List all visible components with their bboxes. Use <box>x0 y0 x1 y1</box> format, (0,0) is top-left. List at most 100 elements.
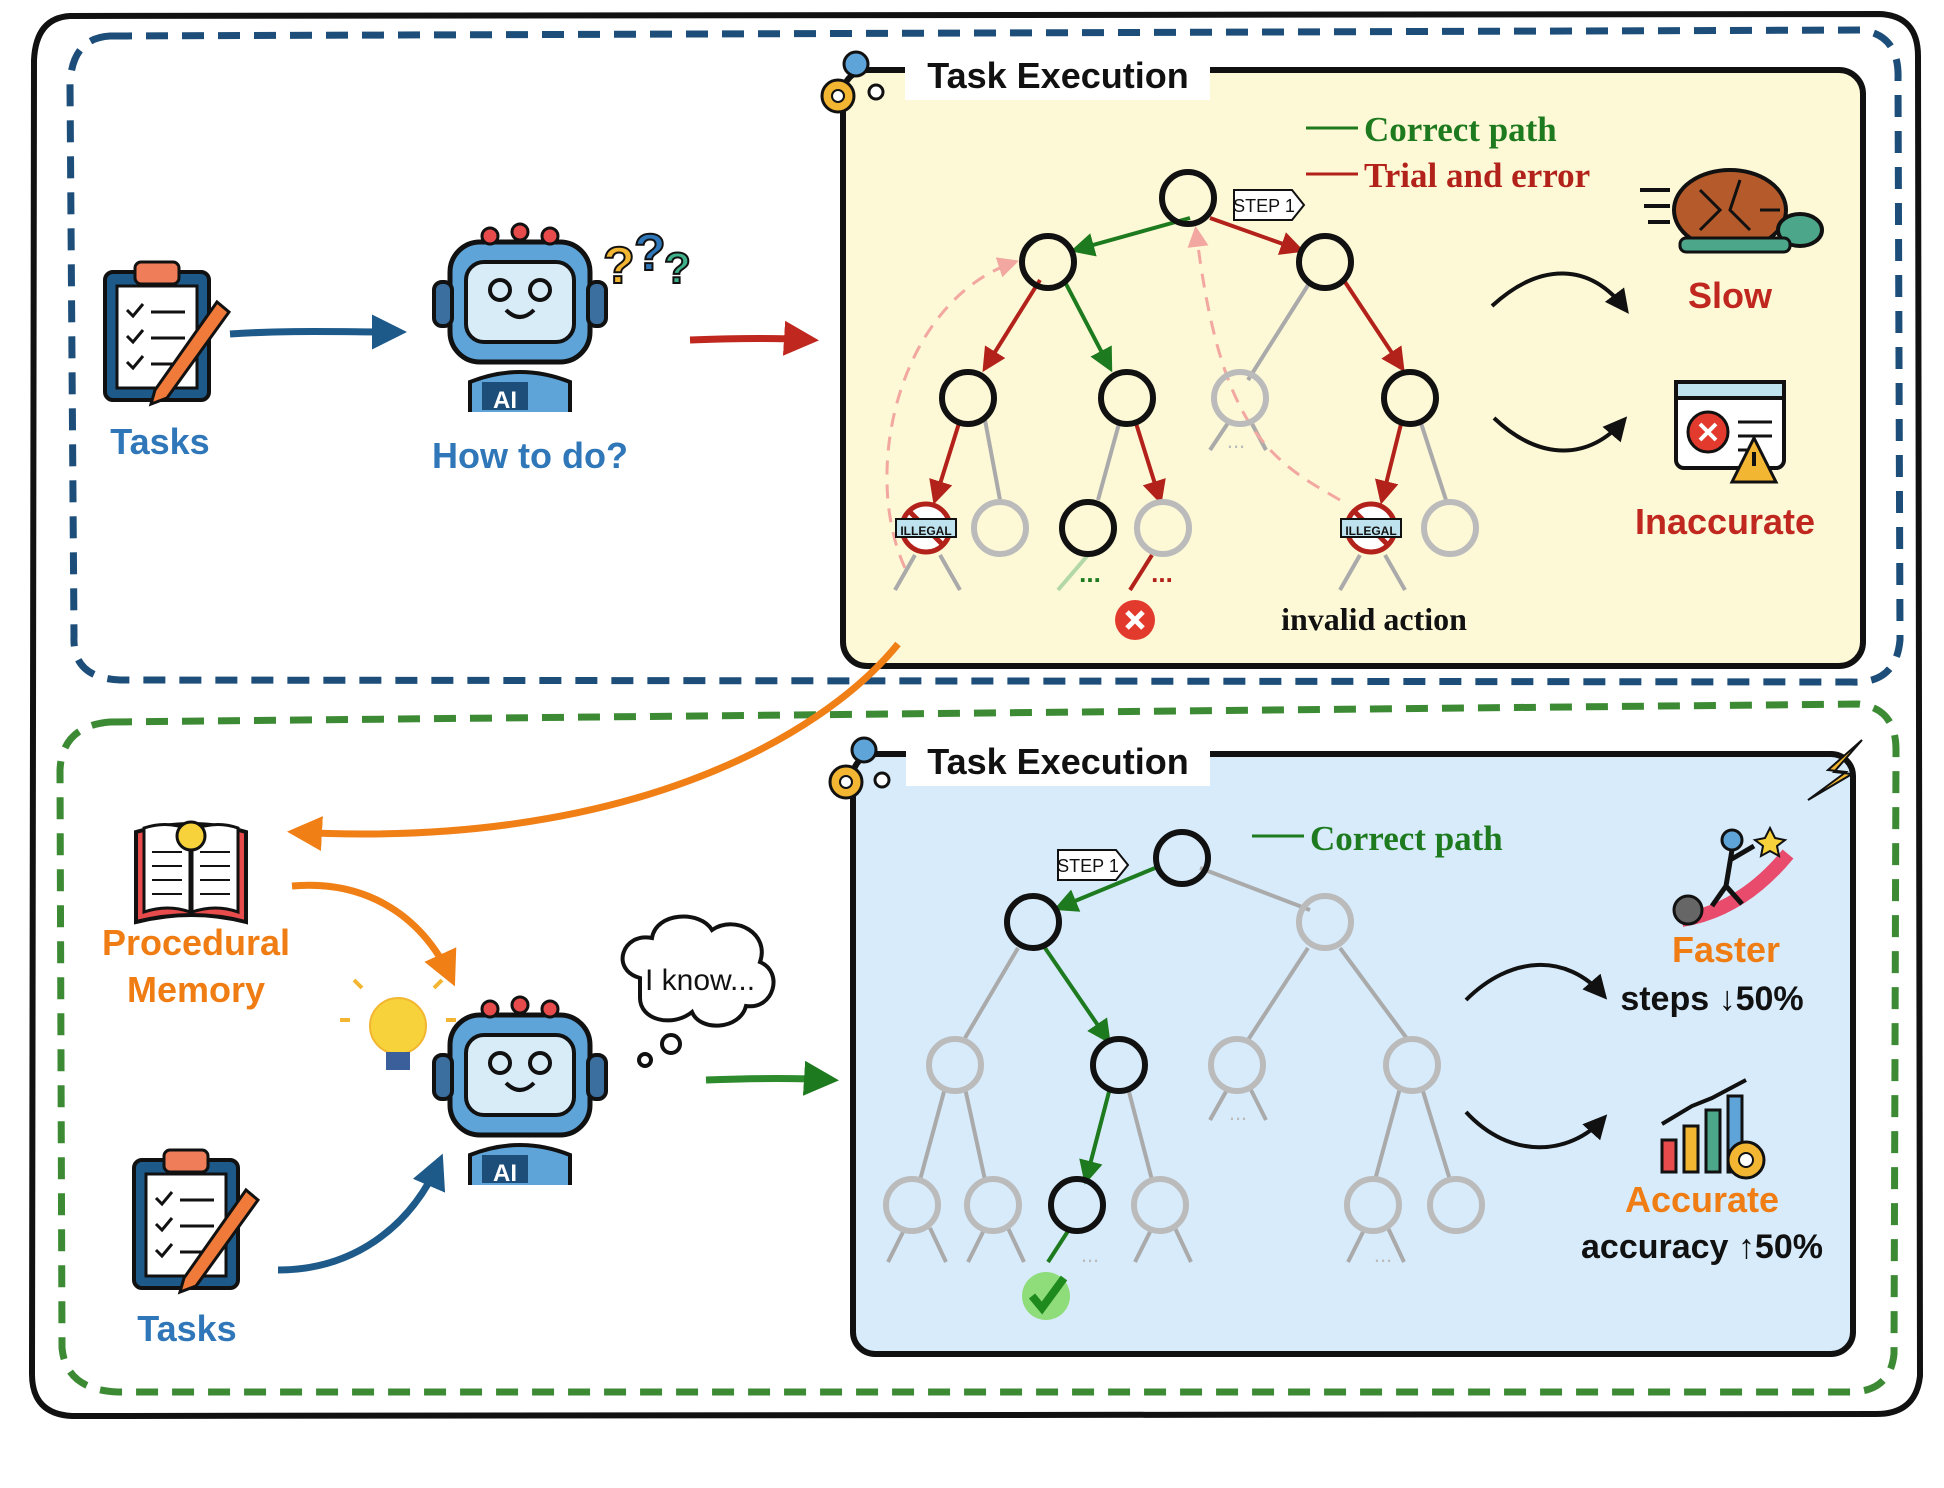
top-tree-edges <box>893 216 1448 592</box>
tree-node <box>1048 1176 1106 1234</box>
gears-icon <box>820 50 885 114</box>
tree-node <box>1159 169 1217 227</box>
tree-node <box>1344 1176 1402 1234</box>
arrow-memory-to-agent <box>291 881 457 987</box>
invalid-action-label: invalid action <box>1281 601 1467 637</box>
clipboard-icon <box>132 1148 261 1295</box>
tree-node <box>1381 369 1439 427</box>
tree-node <box>1134 499 1192 557</box>
book-icon <box>134 820 248 925</box>
bottom-tree-nodes <box>883 829 1485 1234</box>
step-label-bottom: STEP 1 <box>1057 856 1119 876</box>
ellipsis-grey-bottom: ... <box>1229 1100 1247 1125</box>
lightbulb-icon <box>340 978 456 1070</box>
thought-bubble <box>620 914 776 1068</box>
top-backtrack-right <box>1187 225 1341 502</box>
tree-node <box>1296 893 1354 951</box>
tree-node <box>883 1176 941 1234</box>
arrow-to-inaccurate <box>1492 416 1628 453</box>
question-label: How to do? <box>432 435 628 476</box>
svg-text:?: ? <box>603 237 635 295</box>
ellipsis-grey: ... <box>1227 428 1245 453</box>
robot-icon <box>432 222 608 412</box>
ellipsis-grey-bottom: ... <box>1374 1242 1392 1267</box>
illegal-tag-right: ILLEGAL <box>1345 524 1396 538</box>
arrow-agent-to-execution-bottom <box>705 1060 839 1096</box>
cross-icon <box>1115 600 1155 640</box>
accurate-metric: accuracy ↑50% <box>1581 1228 1823 1266</box>
svg-text:?: ? <box>634 224 666 282</box>
outer-frame <box>28 10 1924 1420</box>
tree-node <box>964 1176 1022 1234</box>
arrow-to-accurate <box>1464 1110 1608 1150</box>
top-execution-panel <box>840 67 1866 669</box>
arrow-tasks-to-agent-bottom <box>277 1153 446 1274</box>
arrow-execution-to-memory <box>287 641 901 852</box>
tree-node <box>1421 499 1479 557</box>
error-window-icon <box>1674 380 1786 484</box>
robot-ai-badge-top: AI <box>493 387 517 414</box>
tree-node <box>1153 829 1211 887</box>
checkmark-icon <box>1022 1272 1070 1320</box>
step-tag-bottom <box>1057 849 1130 881</box>
accurate-label: Accurate <box>1625 1179 1779 1220</box>
bottom-region-border <box>56 700 1900 1396</box>
step-tag-top <box>1233 189 1306 221</box>
gears-icon <box>828 736 891 800</box>
growth-chart-icon <box>1660 1078 1766 1180</box>
tree-node <box>939 369 997 427</box>
top-region-border <box>66 26 1904 686</box>
tree-node <box>971 499 1029 557</box>
clipboard-icon <box>103 260 232 407</box>
tree-node <box>1090 1036 1148 1094</box>
tree-node <box>1208 1036 1266 1094</box>
robot-icon <box>432 995 608 1185</box>
memory-label-line2: Memory <box>127 969 265 1010</box>
illegal-icon <box>1340 501 1402 555</box>
tree-node <box>926 1036 984 1094</box>
top-execution-title: Task Execution <box>927 55 1188 96</box>
bottom-execution-title-bg <box>906 738 1210 786</box>
legend-trial-top: Trial and error <box>1364 156 1590 195</box>
faster-label: Faster <box>1672 929 1780 970</box>
top-tree-nodes <box>939 169 1479 557</box>
legend-correct-bottom: Correct path <box>1310 819 1503 858</box>
tree-node <box>1383 1036 1441 1094</box>
bottom-tree-edges <box>886 866 1452 1264</box>
inaccurate-label: Inaccurate <box>1635 501 1815 542</box>
illegal-icon <box>895 501 957 555</box>
thought-text: I know... <box>645 964 755 997</box>
illegal-tag-left: ILLEGAL <box>900 524 951 538</box>
question-marks-icon: ? ? ? <box>602 223 692 296</box>
legend-correct-top: Correct path <box>1364 110 1557 149</box>
tree-node <box>1004 893 1062 951</box>
tree-node <box>1059 499 1117 557</box>
lightning-icon <box>1807 739 1863 801</box>
tasks-label-bottom: Tasks <box>137 1308 236 1349</box>
top-legend: Correct path Trial and error <box>1306 110 1590 195</box>
arrow-to-slow <box>1490 271 1629 314</box>
tree-node <box>1131 1176 1189 1234</box>
tree-node <box>1019 233 1077 291</box>
tree-node <box>1098 369 1156 427</box>
turtle-icon <box>1640 168 1824 254</box>
ellipsis-grey-bottom: ... <box>1081 1242 1099 1267</box>
bottom-execution-title: Task Execution <box>927 741 1188 782</box>
arrow-to-faster <box>1464 963 1608 1002</box>
arrow-tasks-to-agent <box>229 314 407 350</box>
ellipsis-red: ... <box>1151 558 1173 588</box>
step-label-top: STEP 1 <box>1233 196 1295 216</box>
bottom-legend: Correct path <box>1252 819 1503 858</box>
arrow-agent-to-execution-top <box>689 320 819 356</box>
slow-label: Slow <box>1688 275 1773 316</box>
memory-label-line1: Procedural <box>102 922 290 963</box>
top-execution-title-bg <box>905 52 1210 100</box>
faster-metric: steps ↓50% <box>1620 980 1803 1018</box>
svg-text:?: ? <box>664 244 691 293</box>
tasks-label-top: Tasks <box>110 421 209 462</box>
tree-node <box>1211 369 1269 427</box>
robot-ai-badge-bottom: AI <box>493 1160 517 1187</box>
tree-node <box>1427 1176 1485 1234</box>
top-backtrack-left <box>885 257 1019 569</box>
